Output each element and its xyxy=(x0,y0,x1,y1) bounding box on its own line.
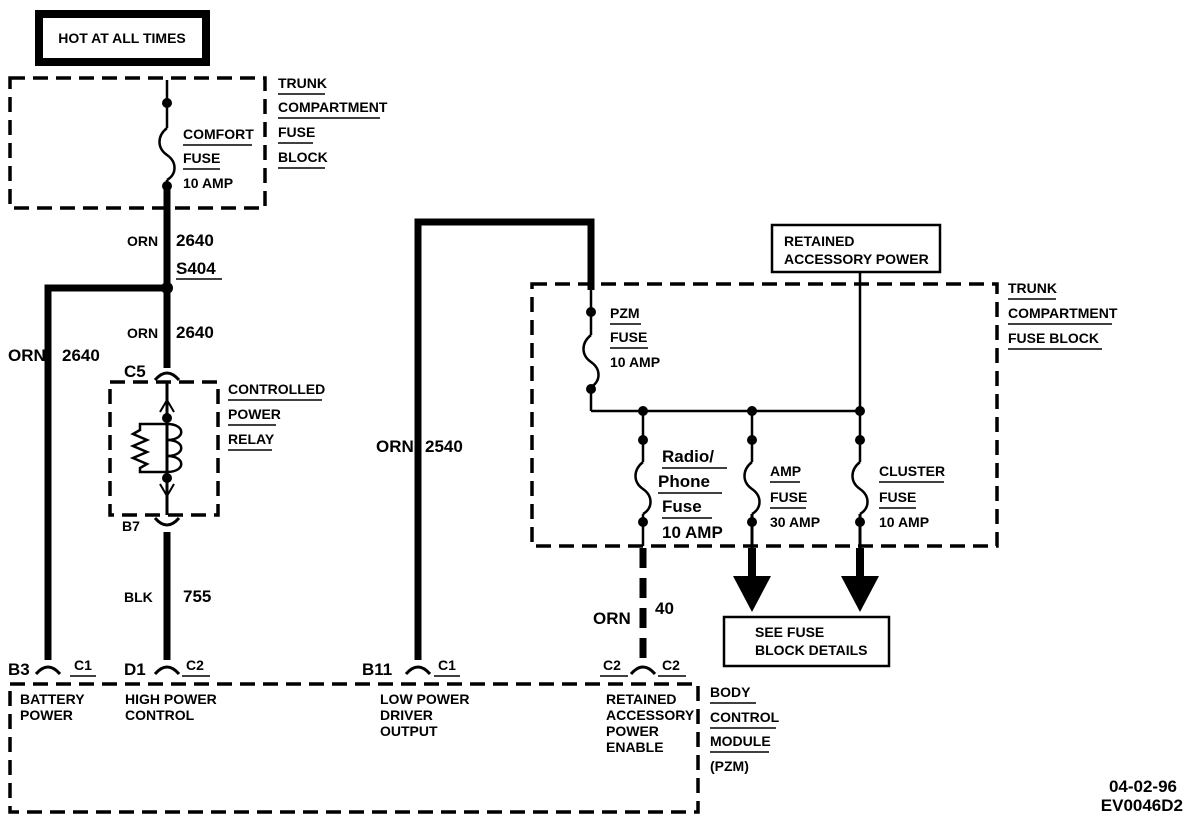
see-fuse-block-box: SEE FUSE BLOCK DETAILS xyxy=(722,615,891,668)
splice-label: S404 xyxy=(176,259,216,278)
controlled-power-relay: C5 B7 CONTROLLED POWER RELAY xyxy=(108,362,325,534)
pin-b3-line-2: POWER xyxy=(20,707,73,723)
w1-circuit: 2640 xyxy=(176,231,214,250)
pin-b11-line-1: LOW POWER xyxy=(380,691,469,707)
w2-circuit: 2640 xyxy=(176,323,214,342)
comfort-fuse-rating: 10 AMP xyxy=(183,175,233,191)
pin-b11-conn: C1 xyxy=(438,657,456,673)
pin-c2-conn: C2 xyxy=(662,657,680,673)
pin-d1-label: D1 xyxy=(124,660,146,679)
w5-color: ORN xyxy=(376,437,414,456)
radio-fuse-line-1: Radio/ xyxy=(662,447,714,466)
w6-color: ORN xyxy=(593,609,631,628)
relay-line-1: CONTROLLED xyxy=(228,381,325,397)
bcm-line-1: BODY xyxy=(710,684,751,700)
diagram-footer: 04-02-96 EV0046D2 xyxy=(1101,777,1183,815)
comfort-fuse: COMFORT FUSE 10 AMP xyxy=(158,80,254,191)
footer-code: EV0046D2 xyxy=(1101,796,1183,815)
w3-color: ORN xyxy=(8,346,46,365)
body-control-module: BODY CONTROL MODULE (PZM) xyxy=(8,682,780,814)
pin-d1-conn: C2 xyxy=(186,657,204,673)
relay-feed-wire: ORN 2640 xyxy=(127,288,214,368)
w6-circuit: 40 xyxy=(655,599,674,618)
amp-fuse-rating: 30 AMP xyxy=(770,514,820,530)
see-fuse-line-2: BLOCK DETAILS xyxy=(755,642,868,658)
low-power-driver-wire: ORN 2540 xyxy=(376,218,595,660)
comfort-fuse-line-1: COMFORT xyxy=(183,126,254,142)
relay-conn-bottom: B7 xyxy=(122,518,140,534)
pin-c2-line-3: POWER xyxy=(606,723,659,739)
pzm-fuse: PZM FUSE 10 AMP xyxy=(582,290,660,411)
w4-circuit: 755 xyxy=(183,587,211,606)
cluster-fuse-rating: 10 AMP xyxy=(879,514,929,530)
radio-fuse-rating: 10 AMP xyxy=(662,523,723,542)
w2-color: ORN xyxy=(127,325,158,341)
high-power-control-wire: BLK 755 xyxy=(124,532,211,660)
amp-fuse-line-1: AMP xyxy=(770,463,801,479)
w1-color: ORN xyxy=(127,233,158,249)
trunk-right-line-2: COMPARTMENT xyxy=(1008,305,1118,321)
feed-wire: ORN 2640 S404 xyxy=(127,186,222,294)
see-fuse-line-1: SEE FUSE xyxy=(755,624,824,640)
bcm-pin-d1: D1 C2 HIGH POWER CONTROL xyxy=(124,657,217,723)
relay-conn-top: C5 xyxy=(124,362,146,381)
w4-color: BLK xyxy=(124,589,153,605)
battery-power-wire: ORN 2640 xyxy=(8,284,167,660)
trunk-right-line-3: FUSE BLOCK xyxy=(1008,330,1099,346)
retained-line-2: ACCESSORY POWER xyxy=(784,251,929,267)
trunk-left-line-3: FUSE xyxy=(278,124,315,140)
pin-b3-conn: C1 xyxy=(74,657,92,673)
pin-b3-line-1: BATTERY xyxy=(20,691,85,707)
trunk-left-line-2: COMPARTMENT xyxy=(278,99,388,115)
bcm-line-3: MODULE xyxy=(710,733,771,749)
amp-fuse-arrow xyxy=(733,576,771,612)
retained-line-1: RETAINED xyxy=(784,233,855,249)
trunk-left-line-1: TRUNK xyxy=(278,75,327,91)
pin-b11-line-3: OUTPUT xyxy=(380,723,438,739)
trunk-fuse-block-left: TRUNK COMPARTMENT FUSE BLOCK xyxy=(8,75,388,210)
amp-fuse: AMP FUSE 30 AMP xyxy=(733,411,820,612)
pin-b11-line-2: DRIVER xyxy=(380,707,433,723)
bcm-pin-b3: B3 C1 BATTERY POWER xyxy=(8,657,96,723)
cluster-fuse-arrow xyxy=(841,576,879,612)
pzm-fuse-line-1: PZM xyxy=(610,305,640,321)
cluster-fuse: CLUSTER FUSE 10 AMP xyxy=(841,411,945,612)
bcm-line-4: (PZM) xyxy=(710,758,749,774)
pin-c2-label: C2 xyxy=(603,657,621,673)
pin-b11-label: B11 xyxy=(362,660,392,679)
retained-enable-wire: ORN 40 xyxy=(593,548,674,660)
pin-d1-line-1: HIGH POWER xyxy=(125,691,217,707)
cluster-fuse-line-2: FUSE xyxy=(879,489,916,505)
radio-phone-fuse: Radio/ Phone Fuse 10 AMP xyxy=(634,411,727,546)
fuse-bus-bar xyxy=(591,272,865,416)
radio-fuse-line-3: Fuse xyxy=(662,497,702,516)
footer-date: 04-02-96 xyxy=(1109,777,1177,796)
pzm-fuse-rating: 10 AMP xyxy=(610,354,660,370)
pin-c2-line-4: ENABLE xyxy=(606,739,664,755)
w3-circuit: 2640 xyxy=(62,346,100,365)
w5-circuit: 2540 xyxy=(425,437,463,456)
bcm-pin-c2: C2 C2 RETAINED ACCESSORY POWER ENABLE xyxy=(600,657,695,755)
trunk-left-line-4: BLOCK xyxy=(278,149,328,165)
trunk-fuse-block-right: TRUNK COMPARTMENT FUSE BLOCK xyxy=(530,280,1118,548)
pin-c2-line-2: ACCESSORY xyxy=(606,707,695,723)
amp-fuse-line-2: FUSE xyxy=(770,489,807,505)
bcm-line-2: CONTROL xyxy=(710,709,780,725)
retained-accessory-power-box: RETAINED ACCESSORY POWER xyxy=(770,223,942,274)
relay-line-3: RELAY xyxy=(228,431,275,447)
pin-d1-line-2: CONTROL xyxy=(125,707,195,723)
pin-c2-line-1: RETAINED xyxy=(606,691,677,707)
radio-fuse-line-2: Phone xyxy=(658,472,710,491)
cluster-fuse-line-1: CLUSTER xyxy=(879,463,945,479)
hot-label: HOT AT ALL TIMES xyxy=(58,30,186,46)
comfort-fuse-line-2: FUSE xyxy=(183,150,220,166)
relay-line-2: POWER xyxy=(228,406,281,422)
bcm-pin-b11: B11 C1 LOW POWER DRIVER OUTPUT xyxy=(362,657,469,739)
trunk-right-line-1: TRUNK xyxy=(1008,280,1057,296)
pzm-fuse-line-2: FUSE xyxy=(610,329,647,345)
hot-at-all-times-box: HOT AT ALL TIMES xyxy=(35,10,210,66)
pin-b3-label: B3 xyxy=(8,660,30,679)
